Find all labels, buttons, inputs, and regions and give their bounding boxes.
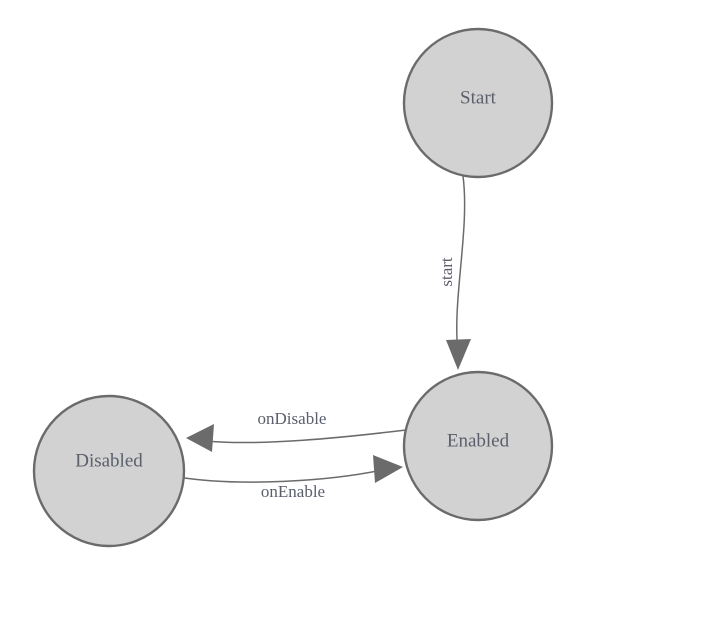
node-enabled-circle: [402, 370, 554, 522]
edge-start-to-enabled-path: [456, 175, 466, 353]
edge-label-on-disable: onDisable: [258, 409, 327, 428]
edge-start-to-enabled[interactable]: [446, 175, 471, 370]
edge-disabled-to-enabled[interactable]: [177, 455, 403, 483]
node-enabled-label: Enabled: [447, 430, 510, 451]
edge-start-to-enabled-arrowhead: [446, 339, 471, 370]
edge-enabled-to-disabled[interactable]: [186, 424, 407, 452]
edge-enabled-to-disabled-path: [204, 429, 407, 444]
node-start[interactable]: Start: [402, 27, 554, 179]
node-disabled-label: Disabled: [75, 450, 143, 471]
edge-label-start: start: [437, 257, 456, 287]
node-start-circle: [402, 27, 554, 179]
node-disabled[interactable]: Disabled: [32, 394, 186, 548]
edge-label-on-enable: onEnable: [261, 482, 325, 501]
node-start-label: Start: [460, 87, 497, 108]
node-enabled[interactable]: Enabled: [402, 370, 554, 522]
edge-disabled-to-enabled-arrowhead: [373, 455, 403, 483]
edge-disabled-to-enabled-path: [177, 469, 383, 483]
edge-enabled-to-disabled-arrowhead: [186, 424, 214, 452]
node-disabled-circle: [32, 394, 186, 548]
